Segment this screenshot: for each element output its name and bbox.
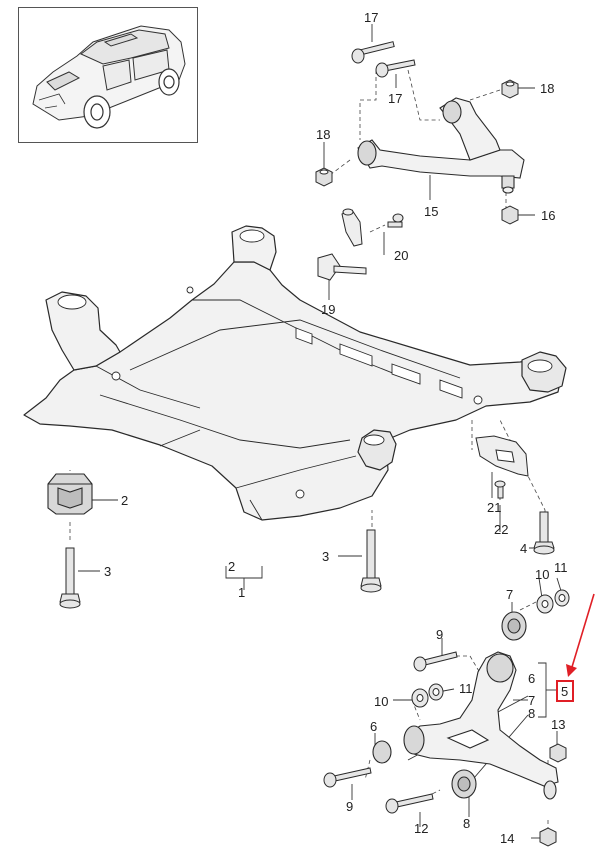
callout-arrow [566,593,595,677]
nut-16 [501,205,519,225]
height-sensor-19 [317,208,367,281]
label-7b: 7 [528,693,536,708]
label-1: 1 [238,585,246,600]
callout-box-5 [556,680,574,702]
label-12: 12 [414,821,429,836]
label-18a: 18 [540,81,555,96]
label-17b: 17 [388,91,403,106]
label-8a: 8 [528,706,536,721]
label-6b: 6 [370,719,378,734]
label-20: 20 [394,248,409,263]
bracket-21 [475,435,529,477]
label-6a: 6 [528,671,536,686]
upper-control-arm [357,97,525,194]
label-8b: 8 [463,816,471,831]
bolts-3 [59,529,382,609]
label-3b: 3 [322,549,330,564]
label-19: 19 [321,302,336,317]
label-11a: 11 [554,560,568,575]
label-7a: 7 [506,587,514,602]
label-3a: 3 [104,564,112,579]
label-9a: 9 [436,627,444,642]
washers-10-11 [411,589,570,708]
bushings [372,611,557,800]
label-9b: 9 [346,799,354,814]
label-14: 14 [500,831,515,846]
label-2b: 2 [228,559,236,574]
label-21: 21 [487,500,502,515]
subframe-details [57,229,553,521]
screw-20 [387,213,404,228]
vehicle-inset [18,7,198,143]
label-13: 13 [551,717,566,732]
suv-illustration [32,25,186,129]
label-10b: 10 [374,694,389,709]
label-22: 22 [494,522,509,537]
label-15: 15 [424,204,439,219]
screw-22 [494,480,506,499]
label-18b: 18 [316,127,331,142]
subframe [23,225,567,521]
label-5: 5 [561,684,569,699]
nuts-13-14 [539,743,567,847]
label-10a: 10 [535,567,550,582]
bolts-9-12 [323,651,458,814]
bolts-17 [351,41,416,78]
label-4: 4 [520,541,528,556]
rubber-mount [47,473,93,515]
label-11b: 11 [459,681,473,696]
label-16: 16 [541,208,556,223]
nuts-18 [315,79,519,187]
bolt-4 [533,511,555,555]
label-17a: 17 [364,10,379,25]
label-2a: 2 [121,493,129,508]
lower-control-arm [405,651,559,787]
